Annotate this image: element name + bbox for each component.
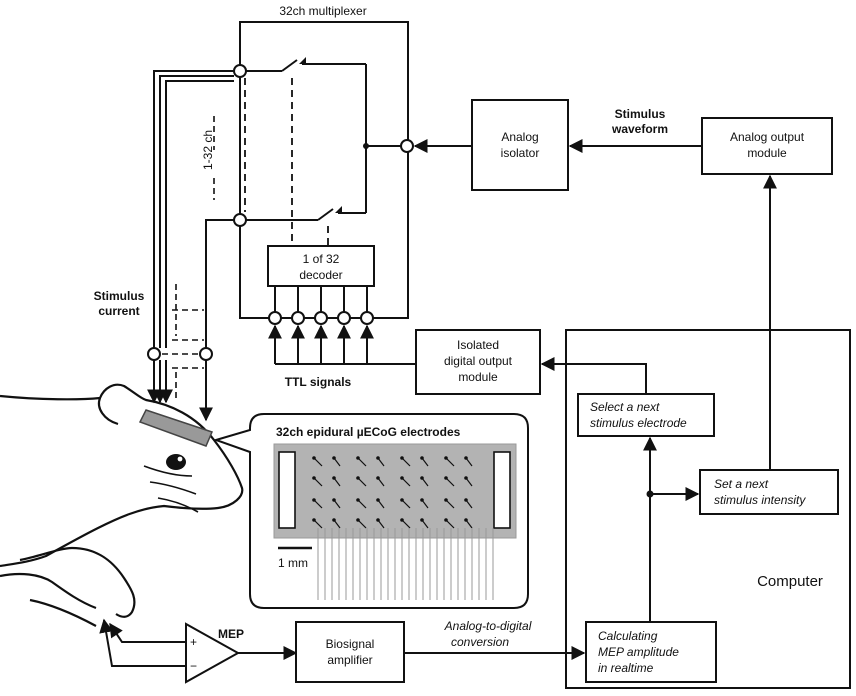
biosignal-line-2: amplifier — [327, 653, 372, 667]
electrode-lead — [313, 477, 323, 487]
electrode-lead — [377, 519, 385, 529]
biosignal-amplifier-box — [295, 621, 405, 683]
set-intensity-line-1: Set a next — [714, 477, 769, 491]
electrode-lead — [445, 519, 455, 529]
set-intensity-box — [699, 469, 839, 515]
digital-output-line-1: Isolated — [457, 338, 499, 352]
electrode-lead — [401, 457, 411, 467]
electrode-inset-title: 32ch epidural µECoG electrodes — [276, 425, 461, 439]
decoder-box — [267, 245, 375, 287]
electrode-lead — [333, 499, 341, 509]
adc-label-1: Analog-to-digital — [444, 619, 532, 633]
analog-isolator-box — [471, 99, 569, 191]
electrode-lead — [313, 499, 323, 509]
channels-label: 1-32 ch — [201, 130, 215, 170]
mux-output-node-1 — [233, 64, 247, 78]
analog-isolator-line-1: Analog — [501, 130, 538, 144]
multiplexer-label: 32ch multiplexer — [279, 4, 366, 18]
electrode-lead — [377, 457, 385, 467]
mux-output-node-32 — [233, 213, 247, 227]
amp-minus-label: − — [190, 659, 197, 673]
analog-output-box — [701, 117, 833, 175]
stimulus-current-label-1: Stimulus — [94, 289, 145, 303]
electrode-lead — [401, 477, 411, 487]
electrode-lead — [357, 499, 367, 509]
electrode-inset: 32ch epidural µECoG electrodes 1 mm — [212, 413, 529, 609]
electrode-grid — [312, 456, 494, 600]
digital-output-line-3: module — [458, 370, 498, 384]
electrode-lead — [333, 519, 341, 529]
electrode-lead — [445, 477, 455, 487]
digital-output-line-2: digital output — [444, 354, 513, 368]
electrode-lead — [313, 519, 323, 529]
electrode-lead — [401, 499, 411, 509]
mep-label: MEP — [218, 627, 244, 641]
calculating-line-2: MEP amplitude — [598, 645, 679, 659]
computer-frame — [565, 329, 851, 689]
select-electrode-box — [577, 393, 715, 437]
stimulus-current-label-2: current — [98, 304, 139, 318]
electrode-array — [273, 443, 517, 539]
mux-input-node — [400, 139, 414, 153]
electrode-lead — [465, 499, 473, 509]
electrode-lead — [377, 499, 385, 509]
electrode-lead — [465, 457, 473, 467]
stimulus-current-wires: Stimulus current — [94, 70, 234, 422]
electrode-lead — [333, 477, 341, 487]
stimulus-waveform-label-1: Stimulus — [615, 107, 666, 121]
rat-eye — [166, 454, 186, 470]
differential-amplifier — [185, 622, 241, 684]
electrode-lead — [421, 477, 429, 487]
biosignal-line-1: Biosignal — [326, 637, 375, 651]
multiplexer-block: 32ch multiplexer — [233, 4, 416, 389]
electrode-lead — [445, 499, 455, 509]
electrode-lead — [421, 499, 429, 509]
electrode-lead — [421, 519, 429, 529]
electrode-lead — [465, 477, 473, 487]
analog-output-line-1: Analog output — [730, 130, 805, 144]
electrode-lead — [465, 519, 473, 529]
electrode-lead — [313, 457, 323, 467]
electrode-lead — [445, 457, 455, 467]
analog-output-line-2: module — [747, 146, 787, 160]
computer-block: Computer Select a next stimulus electrod… — [540, 174, 851, 689]
electrode-lead — [401, 519, 411, 529]
computer-label: Computer — [757, 573, 823, 590]
select-electrode-line-2: stimulus electrode — [590, 416, 687, 430]
calculating-line-3: in realtime — [598, 661, 654, 675]
amp-plus-label: + — [190, 635, 197, 649]
electrode-strip — [138, 409, 214, 447]
select-electrode-line-1: Select a next — [590, 400, 660, 414]
electrode-lead — [357, 477, 367, 487]
electrode-lead — [421, 457, 429, 467]
adc-label-2: conversion — [451, 635, 509, 649]
electrode-lead — [357, 519, 367, 529]
scale-bar-label: 1 mm — [278, 556, 308, 570]
electrode-lead — [357, 457, 367, 467]
ttl-signals-label: TTL signals — [285, 375, 352, 389]
calculating-line-1: Calculating — [598, 629, 658, 643]
decoder-line-1: 1 of 32 — [303, 252, 340, 266]
rat-illustration — [0, 383, 244, 627]
calculating-box — [585, 621, 717, 683]
digital-output-box — [415, 329, 541, 395]
electrode-lead — [333, 457, 341, 467]
stimulus-waveform-label-2: waveform — [611, 122, 668, 136]
analog-isolator-line-2: isolator — [501, 146, 540, 160]
set-intensity-line-2: stimulus intensity — [714, 493, 806, 507]
mep-chain: MEP + − Biosignal amplifier Analog-to-di… — [99, 618, 586, 684]
decoder-line-2: decoder — [299, 268, 342, 282]
electrode-lead — [377, 477, 385, 487]
